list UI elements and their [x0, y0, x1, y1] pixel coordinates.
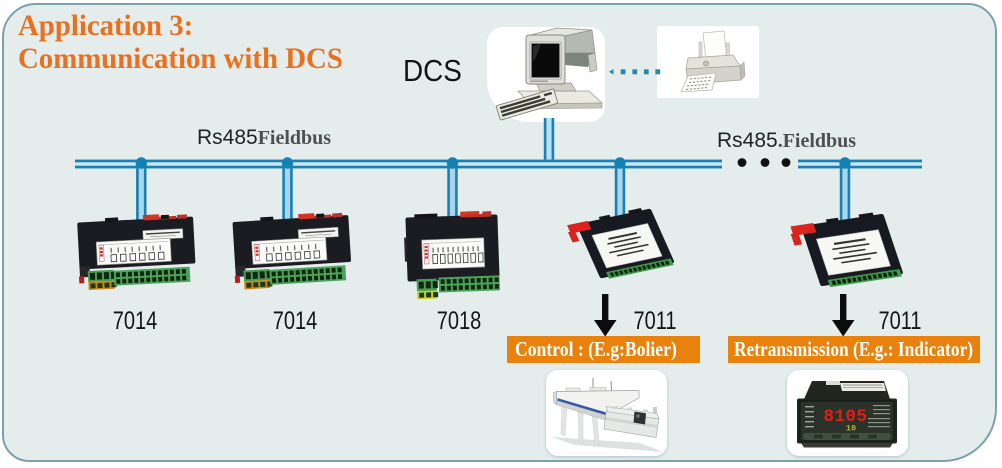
svg-text:8105: 8105	[823, 407, 867, 427]
svg-text:10: 10	[846, 424, 856, 434]
